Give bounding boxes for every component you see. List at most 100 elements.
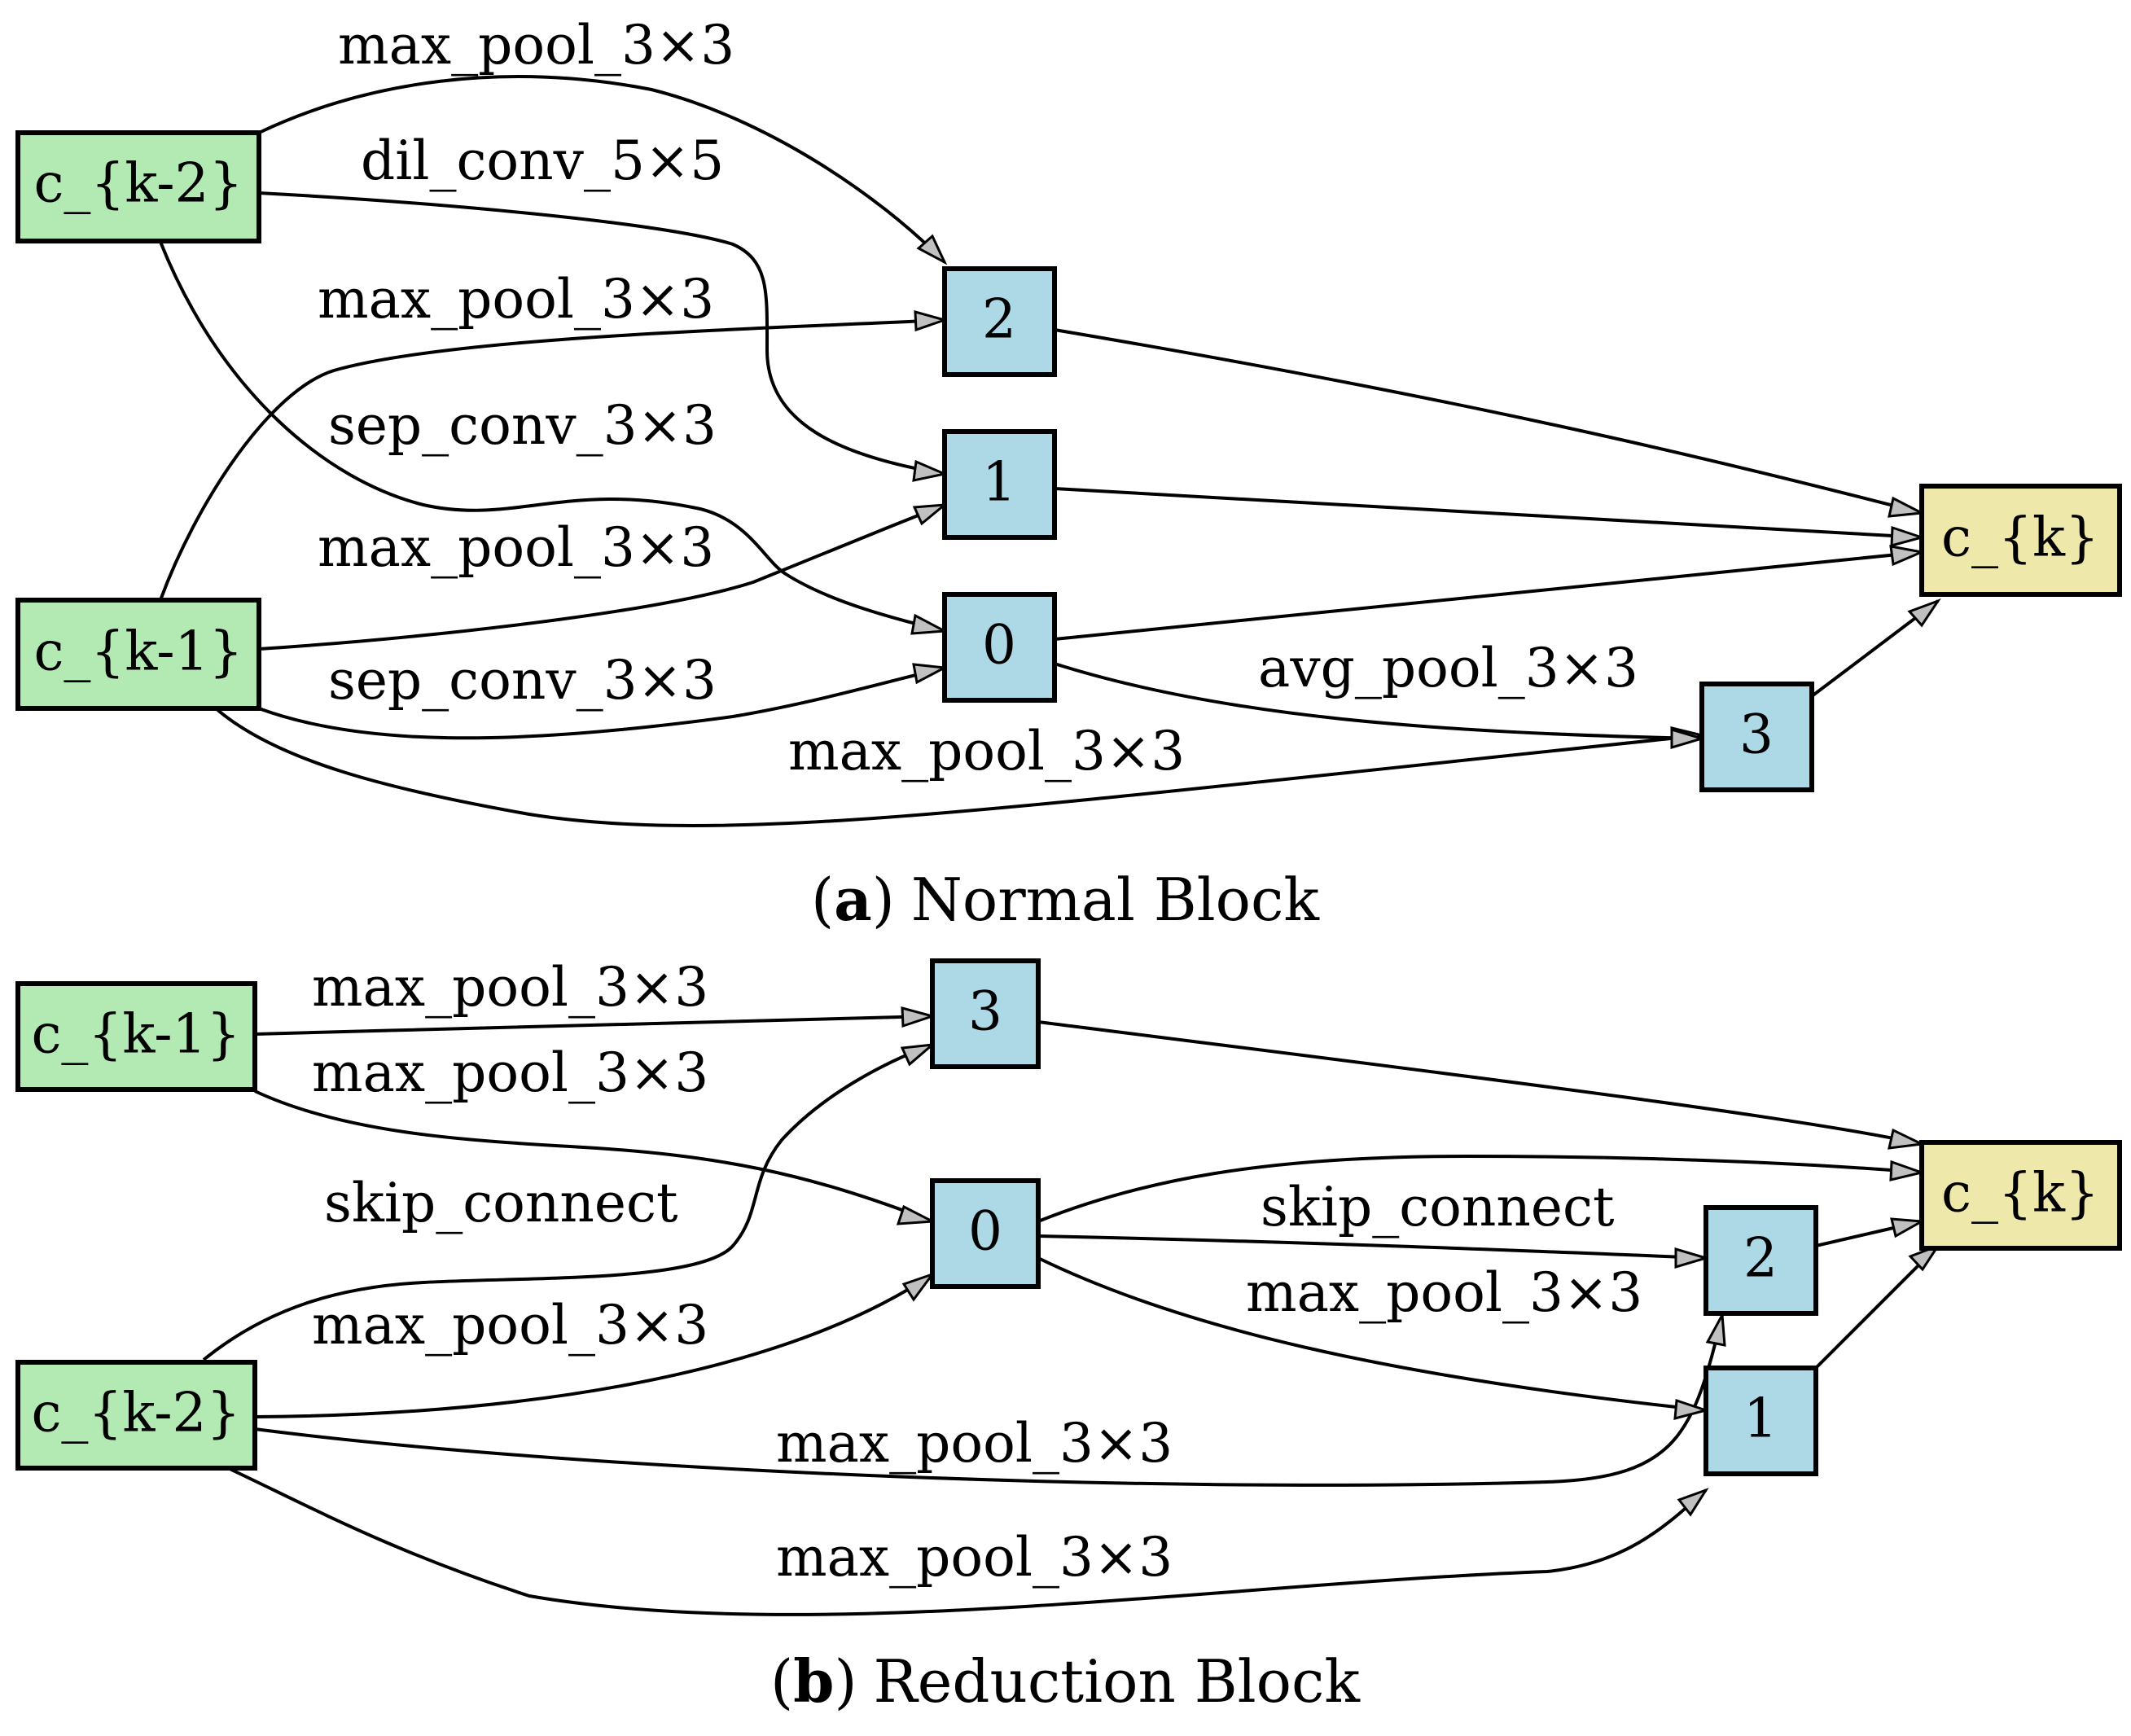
- edge-label: sep_conv_3×3: [328, 649, 717, 712]
- normal-block: max_pool_3×3 dil_conv_5×5 max_pool_3×3 s…: [15, 14, 2122, 934]
- node-ck: c_{k}: [1919, 1140, 2122, 1251]
- edge-ck2-to-1-dil-conv: [258, 191, 945, 476]
- arrowhead: [900, 1042, 936, 1067]
- svg-text:c_{k-1}: c_{k-1}: [33, 620, 243, 683]
- node-ck: c_{k}: [1919, 484, 2122, 597]
- arrowhead: [901, 1272, 936, 1302]
- arrowhead: [910, 613, 949, 635]
- arrowhead: [1888, 496, 1927, 518]
- arrowhead: [1889, 1160, 1927, 1181]
- svg-text:1: 1: [982, 451, 1016, 514]
- edge-ck1-to-3-max-pool: [254, 1015, 933, 1036]
- edge-label: sep_conv_3×3: [328, 394, 717, 457]
- caption-reduction-block: (b)Reduction Block: [770, 1646, 1361, 1716]
- svg-text:2: 2: [1743, 1227, 1778, 1290]
- edge-ck1-to-0-max-pool: [254, 1089, 933, 1223]
- edge-0-to-3-avg-pool: [1054, 662, 1703, 740]
- edge-label: max_pool_3×3: [776, 1412, 1173, 1475]
- arrowhead: [912, 663, 949, 685]
- arrowhead: [912, 459, 949, 482]
- edge-label: max_pool_3×3: [776, 1526, 1173, 1589]
- edge-label: skip_connect: [1261, 1176, 1614, 1238]
- edge-0-to-ck: [1037, 1154, 1923, 1223]
- edge-2-to-ck: [1054, 328, 1923, 515]
- node-3: 3: [1699, 682, 1814, 792]
- svg-text:c_{k}: c_{k}: [1941, 506, 2099, 569]
- svg-text:0: 0: [982, 614, 1016, 677]
- arrowhead: [1908, 1243, 1941, 1272]
- node-1: 1: [1703, 1366, 1818, 1476]
- node-2: 2: [942, 266, 1057, 377]
- edge-label: max_pool_3×3: [1246, 1261, 1642, 1324]
- edge-3-to-ck: [1037, 1020, 1923, 1146]
- edge-label: max_pool_3×3: [312, 956, 708, 1019]
- normal-arrowheads: [910, 234, 1941, 750]
- arrowhead: [914, 310, 949, 332]
- node-2: 2: [1703, 1205, 1818, 1316]
- svg-text:c_{k-2}: c_{k-2}: [33, 152, 243, 215]
- arrowhead: [1889, 545, 1927, 567]
- arrowhead: [916, 234, 948, 265]
- edge-ck2-to-2-max-pool: [254, 1314, 1724, 1487]
- edge-ck2-to-0-max-pool: [254, 1273, 934, 1418]
- arrowhead: [1673, 1398, 1711, 1420]
- edge-1-to-ck: [1054, 487, 1923, 539]
- arrowhead: [1677, 1488, 1709, 1517]
- svg-text:c_{k}: c_{k}: [1941, 1162, 2099, 1225]
- edge-0-to-2-skip: [1037, 1234, 1707, 1260]
- edge-label: max_pool_3×3: [338, 14, 734, 77]
- arrowhead: [912, 503, 949, 526]
- edge-ck1-to-1-max-pool: [258, 503, 945, 651]
- svg-text:0: 0: [968, 1200, 1002, 1263]
- edge-ck1-to-3-max-pool: [214, 707, 1703, 827]
- svg-text:1: 1: [1743, 1387, 1778, 1450]
- reduction-edge-labels: max_pool_3×3 max_pool_3×3 skip_connect s…: [312, 956, 1642, 1589]
- edge-1-to-ck: [1814, 1244, 1940, 1370]
- edge-label: max_pool_3×3: [318, 516, 714, 579]
- node-1: 1: [942, 429, 1057, 540]
- edge-0-to-ck: [1054, 550, 1923, 641]
- svg-text:c_{k-1}: c_{k-1}: [31, 1003, 240, 1066]
- edge-label: avg_pool_3×3: [1258, 637, 1638, 699]
- node-0: 0: [930, 1178, 1041, 1289]
- edge-label: max_pool_3×3: [312, 1041, 708, 1104]
- arrowhead: [1674, 1247, 1711, 1269]
- node-0: 0: [942, 592, 1057, 703]
- arrowhead: [896, 1204, 937, 1225]
- svg-text:3: 3: [968, 980, 1002, 1043]
- reduction-arrowheads: [896, 1006, 1941, 1517]
- edge-0-to-1-max-pool: [1037, 1256, 1707, 1412]
- arrowhead: [1907, 598, 1941, 628]
- edge-label: max_pool_3×3: [318, 268, 714, 331]
- node-ck1: c_{k-1}: [15, 598, 261, 711]
- edge-ck1-to-0-sep-conv: [258, 666, 945, 740]
- edge-label: max_pool_3×3: [312, 1294, 708, 1357]
- arrowhead: [901, 1006, 937, 1028]
- edge-label: dil_conv_5×5: [361, 129, 724, 192]
- svg-text:3: 3: [1739, 704, 1774, 766]
- reduction-block: max_pool_3×3 max_pool_3×3 skip_connect s…: [15, 956, 2122, 1716]
- svg-text:2: 2: [982, 288, 1016, 351]
- node-ck2: c_{k-2}: [15, 1360, 257, 1471]
- normal-edges: [159, 75, 1940, 827]
- arrowhead: [1890, 525, 1927, 547]
- svg-text:c_{k-2}: c_{k-2}: [31, 1382, 240, 1444]
- node-ck2: c_{k-2}: [15, 130, 261, 243]
- edge-ck2-to-3-skip: [202, 1043, 933, 1361]
- arrowhead: [1890, 1217, 1927, 1238]
- normal-edge-labels: max_pool_3×3 dil_conv_5×5 max_pool_3×3 s…: [318, 14, 1638, 783]
- edge-ck2-to-0-sep-conv: [159, 241, 945, 633]
- edge-ck2-to-1-max-pool: [227, 1466, 1708, 1616]
- edge-label: skip_connect: [324, 1172, 677, 1234]
- caption-normal-block: (a)Normal Block: [811, 865, 1320, 934]
- edge-label: max_pool_3×3: [788, 720, 1185, 783]
- edge-ck2-to-2-max-pool: [258, 75, 946, 264]
- reduction-edges: [202, 1015, 1940, 1616]
- node-ck1: c_{k-1}: [15, 981, 257, 1092]
- edge-ck1-to-2-max-pool: [159, 318, 945, 601]
- arrowhead: [1888, 1128, 1927, 1150]
- node-3: 3: [930, 958, 1041, 1069]
- arrowhead: [1670, 727, 1707, 750]
- arrowhead: [1705, 1310, 1726, 1347]
